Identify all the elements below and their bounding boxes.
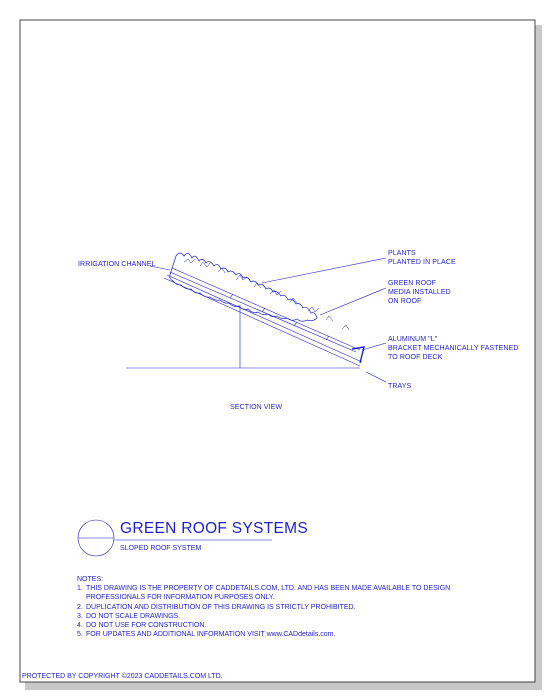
- leader-trays: [365, 371, 387, 383]
- plants-label: PLANTS PLANTED IN PLACE: [388, 250, 456, 266]
- plant-texture: [183, 258, 350, 331]
- note-item: 3.DO NOT SCALE DRAWINGS.: [77, 612, 181, 620]
- copyright-footer: PROTECTED BY COPYRIGHT ©2023 CADDETAILS.…: [22, 673, 223, 680]
- leader-plants: [261, 257, 387, 284]
- title-block-symbol: [77, 519, 272, 557]
- irrigation-channel-label: IRRIGATION CHANNEL: [78, 261, 156, 268]
- note-item: 4.DO NOT USE FOR CONSTRUCTION.: [77, 622, 207, 630]
- notes-heading: NOTES:: [77, 576, 104, 583]
- aluminum-bracket-label: ALUMINUM "L" BRACKET MECHANICALLY FASTEN…: [388, 336, 519, 361]
- aluminum-bracket: [351, 346, 365, 364]
- drawing-title: GREEN ROOF SYSTEMS: [120, 520, 308, 537]
- note-item: 2.DUPLICATION AND DISTRIBUTION OF THIS D…: [77, 603, 356, 611]
- section-detail: [126, 252, 387, 383]
- tray-profile: [169, 267, 361, 353]
- sheet-border: [19, 19, 536, 683]
- leader-media: [319, 287, 387, 316]
- leader-bracket: [361, 342, 387, 351]
- green-roof-media-label: GREEN ROOF MEDIA INSTALLED ON ROOF: [388, 280, 451, 305]
- plant-mass: [169, 252, 318, 322]
- notes-block: NOTES: 1.THIS DRAWING IS THE PROPERTY OF…: [77, 575, 450, 639]
- trays-label: TRAYS: [388, 383, 412, 390]
- note-item: 1.THIS DRAWING IS THE PROPERTY OF CADDET…: [77, 585, 451, 593]
- drawing-subtitle: SLOPED ROOF SYSTEM: [120, 545, 202, 552]
- section-view-label: SECTION VIEW: [230, 404, 283, 411]
- leader-irrigation: [149, 265, 171, 271]
- note-item: 5.FOR UPDATES AND ADDITIONAL INFORMATION…: [77, 631, 336, 639]
- roof-deck-line-2: [166, 274, 363, 363]
- note-item: PROFESSIONALS FOR INFORMATION PURPOSES O…: [86, 594, 275, 602]
